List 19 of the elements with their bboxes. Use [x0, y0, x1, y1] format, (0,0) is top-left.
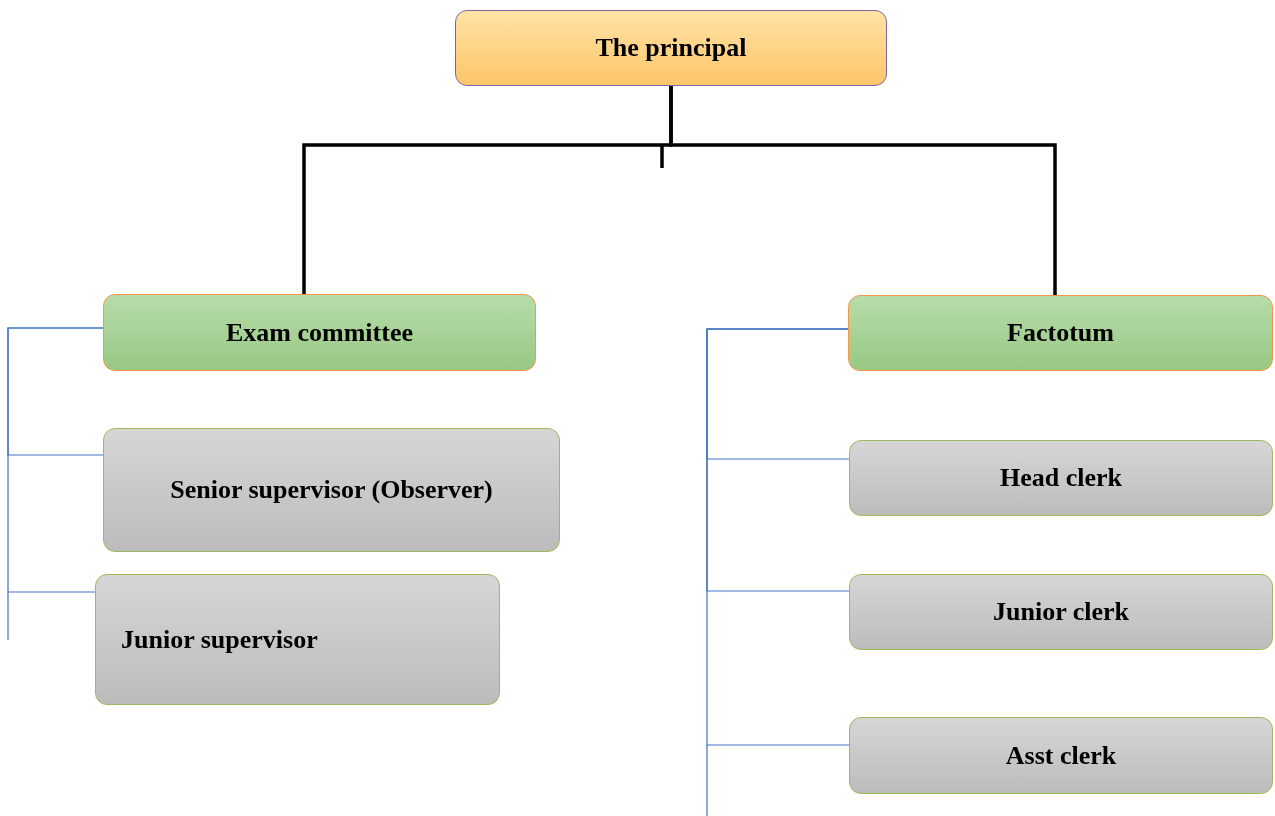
role-box	[103, 428, 560, 552]
node-label: Exam committee	[226, 317, 413, 348]
connector-line	[706, 328, 850, 746]
role-box	[849, 717, 1273, 794]
title-box	[455, 10, 887, 86]
connector-line	[669, 86, 1057, 295]
role-box	[849, 440, 1273, 516]
node-label: Asst clerk	[1005, 740, 1117, 771]
connector-line	[7, 327, 104, 593]
node-label: Junior clerk	[993, 597, 1129, 627]
role-box	[95, 574, 500, 705]
group-box	[103, 294, 536, 371]
node-label: Junior supervisor	[121, 624, 318, 655]
node-label: Head clerk	[1000, 463, 1122, 493]
node-label: Senior supervisor (Observer)	[170, 475, 493, 505]
role-box	[849, 574, 1273, 650]
node-label: The principal	[595, 33, 747, 63]
group-box	[848, 295, 1273, 371]
node-label: Factotum	[1007, 318, 1114, 348]
